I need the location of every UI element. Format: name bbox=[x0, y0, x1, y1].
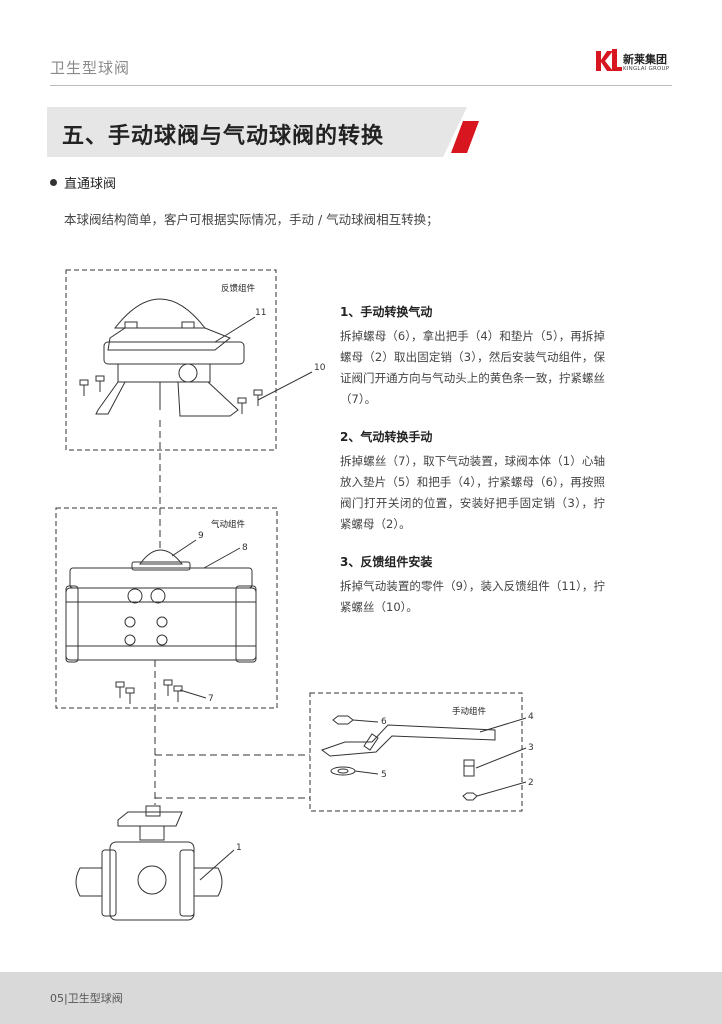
bullet-icon bbox=[50, 179, 57, 186]
callout-5: 5 bbox=[381, 770, 387, 780]
callout-4: 4 bbox=[528, 712, 534, 722]
callout-11: 11 bbox=[255, 308, 266, 318]
manual-kit-part bbox=[320, 715, 496, 801]
step-2-body: 拆掉螺丝（7），取下气动装置，球阀本体（1）心轴放入垫片（5）和把手（4），拧紧… bbox=[340, 454, 605, 531]
callout-3: 3 bbox=[528, 743, 534, 753]
logo-text-cn: 新莱集团 bbox=[623, 53, 667, 66]
manual-group-label: 手动组件 bbox=[452, 706, 487, 717]
intro-text: 本球阀结构简单，客户可根据实际情况，手动 / 气动球阀相互转换； bbox=[64, 212, 439, 227]
step-3-title: 3、反馈组件安装 bbox=[340, 555, 433, 569]
section-title: 五、手动球阀与气动球阀的转换 bbox=[62, 124, 385, 149]
step-1-body: 拆掉螺母（6），拿出把手（4）和垫片（5），再拆掉螺母（2）取出固定销（3），然… bbox=[340, 329, 605, 406]
header-title: 卫生型球阀 bbox=[50, 59, 131, 77]
callout-9: 9 bbox=[198, 531, 204, 541]
callout-1: 1 bbox=[236, 843, 242, 853]
instruction-steps: 1、手动转换气动 拆掉螺母（6），拿出把手（4）和垫片（5），再拆掉螺母（2）取… bbox=[340, 303, 605, 636]
step-1-title: 1、手动转换气动 bbox=[340, 305, 433, 319]
pneumatic-actuator-part bbox=[65, 549, 257, 663]
footer-page-label: 05|卫生型球阀 bbox=[50, 992, 123, 1005]
ball-valve-body-part bbox=[75, 805, 223, 921]
feedback-group-label: 反馈组件 bbox=[221, 283, 256, 294]
callout-10: 10 bbox=[314, 363, 326, 373]
subsection-title: 直通球阀 bbox=[64, 177, 117, 192]
manual-group-frame bbox=[309, 692, 523, 812]
callout-6: 6 bbox=[381, 717, 387, 727]
feedback-group-frame bbox=[65, 269, 277, 451]
callout-2: 2 bbox=[528, 778, 534, 788]
section-banner bbox=[47, 107, 479, 157]
feedback-unit-part bbox=[95, 298, 245, 417]
logo-text-en: KINGLAI GROUP bbox=[623, 66, 670, 72]
pneumatic-group-frame bbox=[55, 507, 278, 709]
callout-8: 8 bbox=[242, 543, 248, 553]
pneumatic-group-label: 气动组件 bbox=[211, 519, 246, 530]
feedback-screws-part bbox=[79, 375, 263, 414]
footer-bar bbox=[0, 972, 722, 1024]
actuator-screws-part bbox=[115, 679, 183, 704]
header-divider bbox=[50, 85, 672, 86]
step-2-title: 2、气动转换手动 bbox=[340, 430, 433, 444]
step-3-body: 拆掉气动装置的零件（9），装入反馈组件（11），拧紧螺丝（10）。 bbox=[340, 579, 605, 614]
kinglai-logo-icon bbox=[596, 49, 622, 71]
callout-7: 7 bbox=[208, 694, 214, 704]
exploded-assembly-diagram: 反馈组件 气动组件 手动组件 1 2 3 4 5 6 7 8 9 10 11 bbox=[55, 269, 534, 921]
